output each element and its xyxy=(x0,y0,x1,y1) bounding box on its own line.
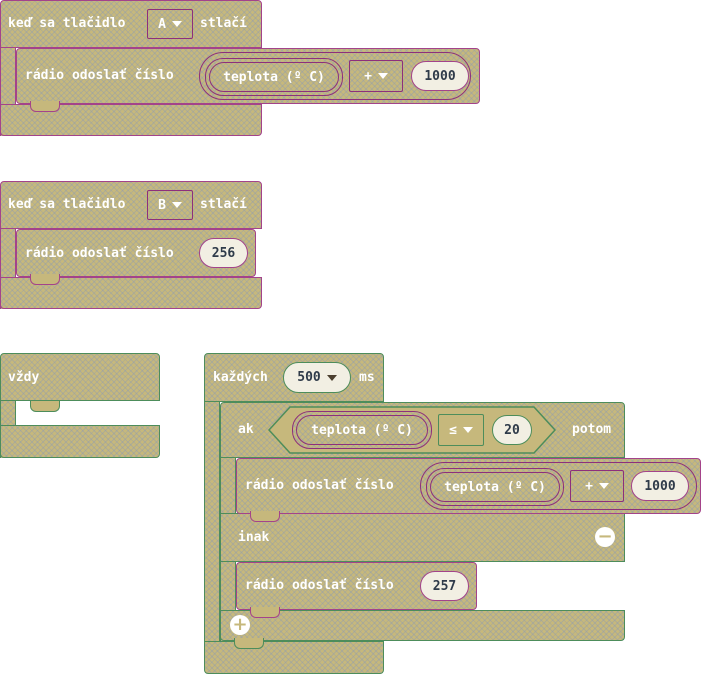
interval-value: 500 xyxy=(297,370,321,385)
number-input[interactable]: 256 xyxy=(199,238,248,268)
block-notch xyxy=(30,401,60,412)
send-label: rádio odoslať číslo xyxy=(245,478,394,493)
else-label: inak xyxy=(238,530,270,545)
unit-label: ms xyxy=(359,370,375,385)
comparison-operator-value: ≤ xyxy=(449,422,457,438)
then-label: potom xyxy=(572,422,612,437)
plus-circle-icon[interactable]: + xyxy=(230,615,250,635)
chevron-down-icon xyxy=(462,427,473,433)
operator-value: + xyxy=(364,68,372,84)
number-input[interactable]: 1000 xyxy=(411,61,469,91)
block-notch xyxy=(250,607,280,618)
button-b-dropdown[interactable]: B xyxy=(147,190,193,220)
chevron-down-icon xyxy=(171,21,182,27)
if-label: ak xyxy=(238,422,254,437)
operator-dropdown[interactable]: + xyxy=(349,60,403,92)
hat-label-prefix: keď sa tlačidlo xyxy=(8,16,126,31)
operator-dropdown[interactable]: + xyxy=(570,470,624,502)
chevron-down-icon xyxy=(377,73,388,79)
send-label: rádio odoslať číslo xyxy=(245,578,394,593)
block-notch xyxy=(30,274,60,285)
operator-value: + xyxy=(585,478,593,494)
block-notch xyxy=(30,101,60,112)
button-a-value: A xyxy=(158,16,166,32)
button-b-value: B xyxy=(158,197,166,213)
block-notch xyxy=(234,638,264,649)
interval-dropdown[interactable]: 500 xyxy=(283,362,351,393)
number-input[interactable]: 257 xyxy=(420,571,469,601)
hat-label-prefix: keď sa tlačidlo xyxy=(8,197,126,212)
temperature-value-reporter[interactable]: teplota (º C) xyxy=(205,58,343,96)
send-label: rádio odoslať číslo xyxy=(25,246,174,261)
threshold-input[interactable]: 20 xyxy=(492,415,532,445)
send-label: rádio odoslať číslo xyxy=(25,68,174,83)
hat-label-suffix: stlačí xyxy=(200,16,247,31)
chevron-down-icon xyxy=(326,374,337,381)
chevron-down-icon xyxy=(171,202,182,208)
hat-label-suffix: stlačí xyxy=(200,197,247,212)
temperature-value-reporter[interactable]: teplota (º C) xyxy=(426,468,564,506)
every-label: každých xyxy=(213,370,268,385)
chevron-down-icon xyxy=(598,483,609,489)
block-notch xyxy=(250,511,280,522)
button-a-dropdown[interactable]: A xyxy=(147,9,193,39)
comparison-operator-dropdown[interactable]: ≤ xyxy=(438,414,484,446)
temperature-value-reporter[interactable]: teplota (º C) xyxy=(292,411,432,449)
number-input[interactable]: 1000 xyxy=(631,471,689,501)
forever-label: vždy xyxy=(8,370,40,385)
minus-circle-icon[interactable]: − xyxy=(595,527,615,547)
